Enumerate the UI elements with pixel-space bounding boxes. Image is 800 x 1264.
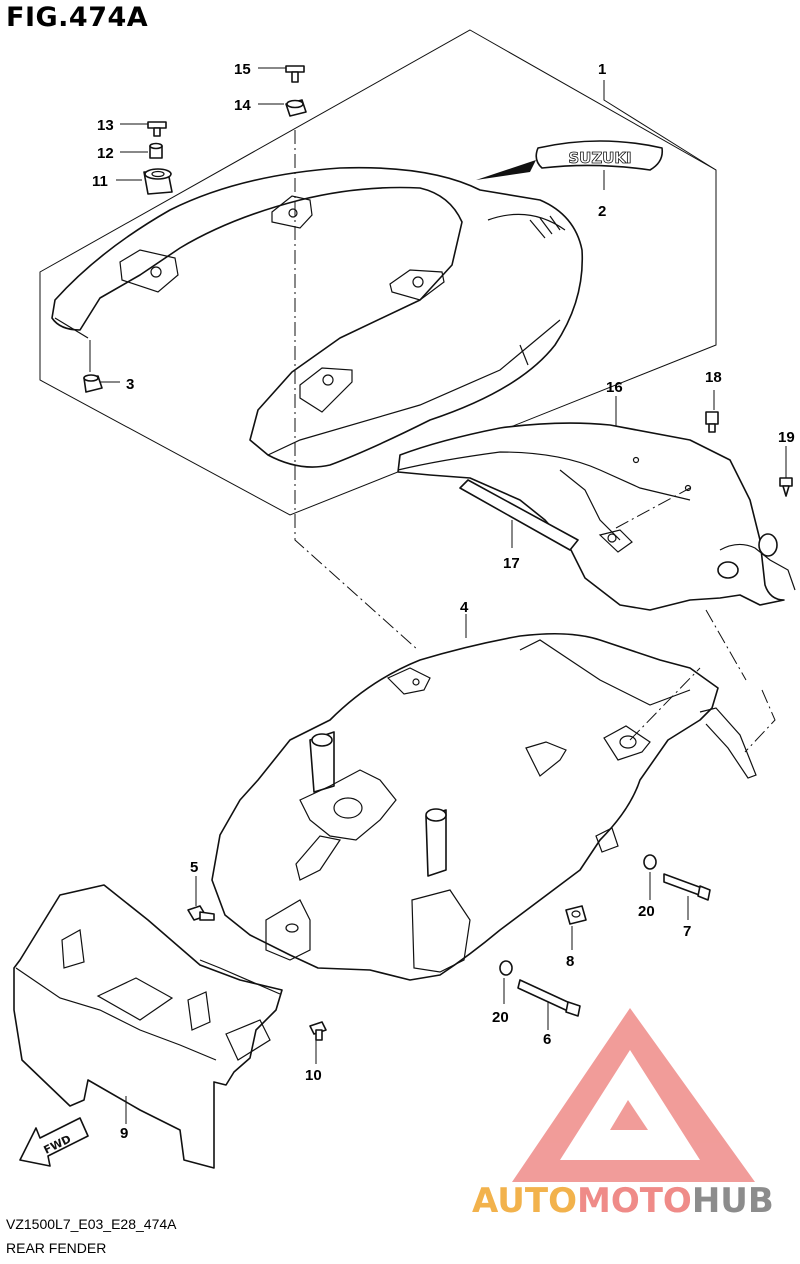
callout-3: 3 bbox=[126, 376, 134, 393]
suzuki-decal: SUZUKI bbox=[476, 140, 664, 180]
hardware-lower bbox=[187, 854, 711, 1041]
callout-16: 16 bbox=[606, 379, 623, 396]
bolt-19 bbox=[779, 477, 793, 497]
callout-9: 9 bbox=[120, 1125, 128, 1142]
fender-bracket-16 bbox=[397, 422, 796, 611]
callout-8: 8 bbox=[566, 953, 574, 970]
leader-lines bbox=[89, 67, 787, 1124]
figure-title: FIG.474A bbox=[6, 2, 149, 33]
callout-5: 5 bbox=[190, 859, 198, 876]
watermark-suffix: HUB bbox=[692, 1181, 774, 1221]
decal-text: SUZUKI bbox=[568, 149, 631, 167]
callout-1: 1 bbox=[598, 61, 606, 78]
callout-4: 4 bbox=[460, 599, 469, 616]
hardware-11-15 bbox=[83, 65, 307, 393]
tail-cowl bbox=[51, 166, 584, 468]
watermark-logo bbox=[512, 1008, 755, 1182]
callout-12: 12 bbox=[97, 145, 114, 162]
figure-code: VZ1500L7_E03_E28_474A bbox=[6, 1216, 177, 1232]
callout-10: 10 bbox=[305, 1067, 322, 1084]
callout-7: 7 bbox=[683, 923, 691, 940]
callout-2: 2 bbox=[598, 203, 606, 220]
watermark-prefix: AUTO bbox=[472, 1181, 577, 1221]
alignment-lines bbox=[294, 130, 776, 753]
foam-strip-17 bbox=[459, 479, 579, 551]
callout-18: 18 bbox=[705, 369, 722, 386]
callout-13: 13 bbox=[97, 117, 114, 134]
watermark-text: AUTOMOTOHUB bbox=[472, 1181, 774, 1221]
callout-15: 15 bbox=[234, 61, 251, 78]
callout-6: 6 bbox=[543, 1031, 551, 1048]
callout-11: 11 bbox=[92, 173, 108, 190]
rear-fender-4 bbox=[211, 632, 757, 981]
lower-fender-9 bbox=[13, 884, 283, 1169]
watermark-middle: MOTO bbox=[577, 1181, 692, 1221]
fwd-arrow: FWD bbox=[19, 1117, 89, 1167]
svg-text:AUTOMOTOHUB: AUTOMOTOHUB bbox=[472, 1181, 774, 1221]
callout-20b: 20 bbox=[492, 1009, 509, 1026]
callout-14: 14 bbox=[234, 97, 251, 114]
callout-19: 19 bbox=[778, 429, 795, 446]
callout-labels: 1 2 3 4 5 6 7 8 9 10 11 12 13 14 15 16 1… bbox=[92, 61, 795, 1142]
callout-20a: 20 bbox=[638, 903, 655, 920]
callout-17: 17 bbox=[503, 555, 520, 572]
figure-caption: REAR FENDER bbox=[6, 1240, 107, 1256]
bolt-18 bbox=[705, 411, 719, 433]
watermark-triangle bbox=[512, 1008, 755, 1182]
